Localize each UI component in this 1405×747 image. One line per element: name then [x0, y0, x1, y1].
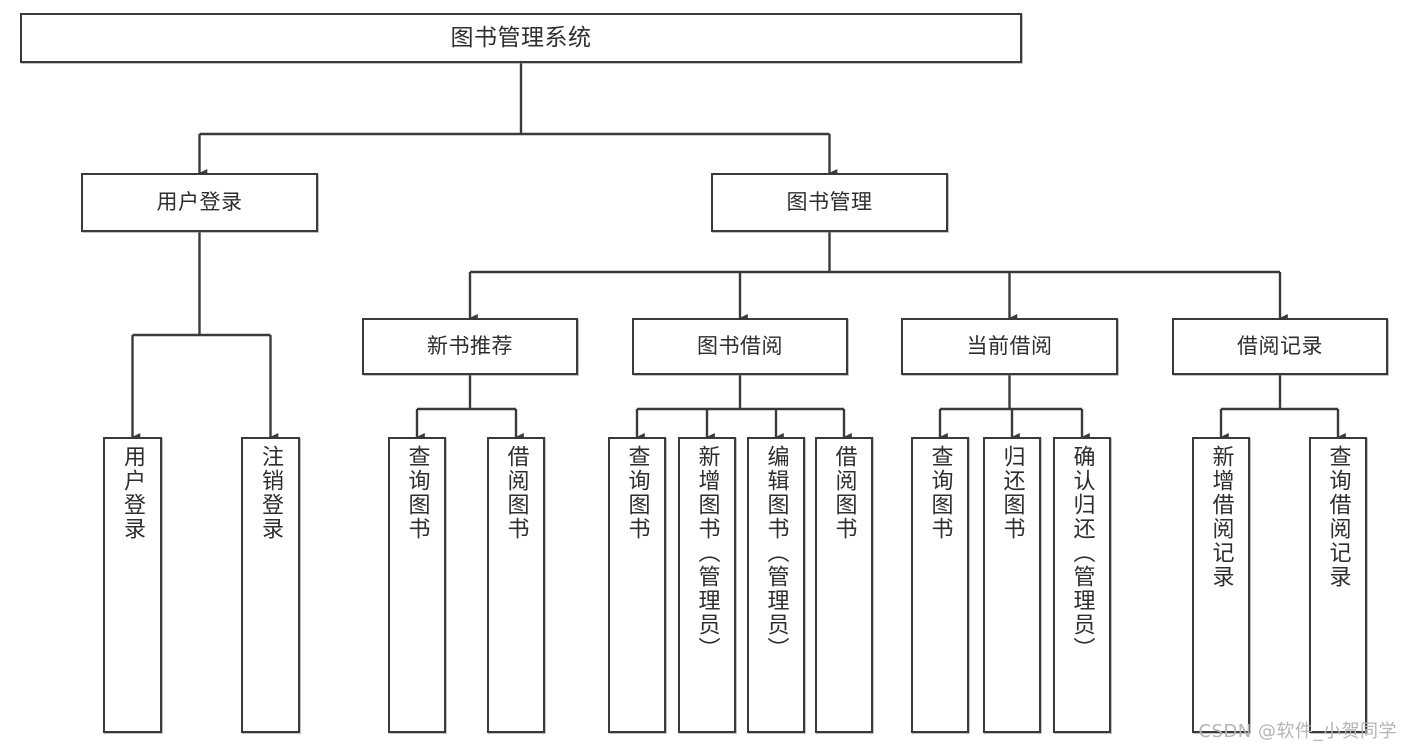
node-leaf-rec-borrow[interactable]: 借阅图书 [487, 437, 545, 733]
node-label-book-manage: 图书管理 [786, 189, 873, 214]
node-new-book-rec[interactable]: 新书推荐 [362, 318, 578, 375]
node-label-book-borrow: 图书借阅 [697, 333, 783, 358]
node-label-borrow-record: 借阅记录 [1237, 333, 1323, 358]
node-book-manage[interactable]: 图书管理 [711, 173, 948, 232]
node-leaf-cb-confirm[interactable]: 确认归还（管理员） [1053, 437, 1111, 733]
node-leaf-bb-query[interactable]: 查询图书 [608, 437, 666, 733]
node-label-leaf-cb-return: 归还图书 [999, 445, 1025, 541]
node-label-leaf-cb-query: 查询图书 [927, 445, 953, 541]
node-label-leaf-user-logout: 注销登录 [258, 445, 284, 541]
node-label-user-login: 用户登录 [156, 189, 243, 214]
node-root[interactable]: 图书管理系统 [20, 13, 1022, 63]
node-leaf-cb-query[interactable]: 查询图书 [911, 437, 969, 733]
node-label-leaf-rec-query: 查询图书 [404, 445, 430, 541]
node-book-borrow[interactable]: 图书借阅 [632, 318, 848, 375]
node-label-leaf-bb-borrow: 借阅图书 [831, 445, 857, 541]
node-leaf-br-query[interactable]: 查询借阅记录 [1309, 437, 1367, 733]
node-leaf-bb-add[interactable]: 新增图书（管理员） [678, 437, 736, 733]
node-label-leaf-user-login: 用户登录 [120, 445, 146, 541]
node-leaf-bb-edit[interactable]: 编辑图书（管理员） [747, 437, 805, 733]
node-leaf-br-add[interactable]: 新增借阅记录 [1192, 437, 1250, 733]
node-label-root: 图书管理系统 [450, 24, 592, 51]
node-label-leaf-br-query: 查询借阅记录 [1325, 445, 1351, 589]
node-leaf-user-logout[interactable]: 注销登录 [241, 437, 300, 733]
node-borrow-record[interactable]: 借阅记录 [1172, 318, 1388, 375]
node-leaf-rec-query[interactable]: 查询图书 [388, 437, 446, 733]
node-leaf-user-login[interactable]: 用户登录 [103, 437, 162, 733]
node-label-leaf-rec-borrow: 借阅图书 [503, 445, 529, 541]
node-leaf-bb-borrow[interactable]: 借阅图书 [815, 437, 873, 733]
node-label-leaf-br-add: 新增借阅记录 [1208, 445, 1234, 589]
node-label-leaf-bb-add: 新增图书（管理员） [694, 445, 720, 661]
edge-group [131, 63, 1346, 442]
node-leaf-cb-return[interactable]: 归还图书 [983, 437, 1041, 733]
node-label-current-borrow: 当前借阅 [966, 333, 1053, 358]
node-label-leaf-cb-confirm: 确认归还（管理员） [1069, 445, 1095, 661]
node-user-login[interactable]: 用户登录 [81, 173, 318, 232]
node-current-borrow[interactable]: 当前借阅 [901, 318, 1118, 375]
node-label-leaf-bb-edit: 编辑图书（管理员） [763, 445, 789, 661]
node-label-leaf-bb-query: 查询图书 [624, 445, 650, 541]
watermark-text: CSDN @软件_小贺同学 [1198, 721, 1397, 742]
node-label-new-book-rec: 新书推荐 [427, 333, 513, 358]
